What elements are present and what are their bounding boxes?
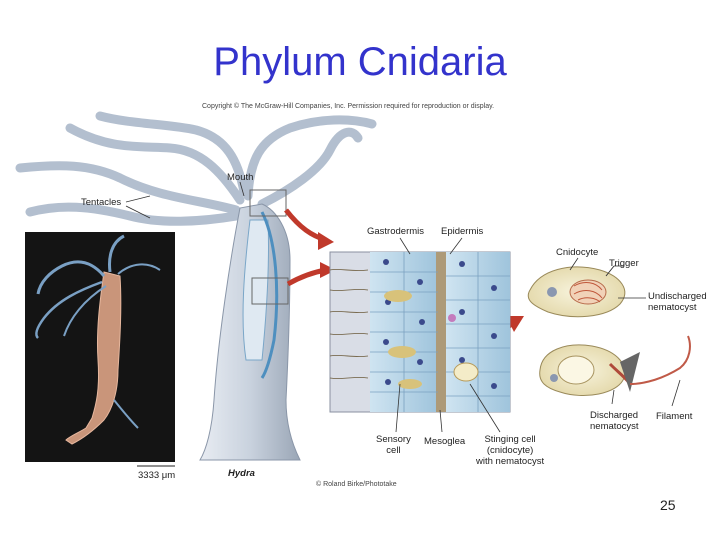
label-gastrodermis: Gastrodermis	[367, 226, 425, 237]
label-mesoglea: Mesoglea	[424, 436, 466, 447]
label-epidermis: Epidermis	[441, 226, 484, 237]
label-mouth: Mouth	[227, 172, 254, 183]
tissue-section	[329, 251, 511, 413]
label-scale: 3333 μm	[138, 470, 176, 481]
page-number: 25	[660, 497, 676, 513]
slide-title: Phylum Cnidaria	[213, 40, 507, 84]
label-filament: Filament	[656, 411, 693, 422]
cnidocyte-discharged	[539, 335, 691, 396]
body-wall-layer	[260, 211, 279, 379]
label-tentacles: Tentacles	[81, 197, 122, 208]
label-stinging-cell: Stinging cell(cnidocyte)with nematocyst	[476, 434, 545, 467]
hydra-photo	[25, 232, 175, 462]
zoom-box-top	[249, 189, 287, 217]
gastrovascular-cavity	[242, 219, 270, 361]
zoom-box-mid	[251, 277, 289, 305]
copyright-notice: Copyright © The McGraw-Hill Companies, I…	[202, 103, 495, 110]
cnidocyte-undischarged	[527, 265, 626, 318]
photo-credit: © Roland Birke/Phototake	[316, 481, 397, 488]
label-hydra: Hydra	[228, 468, 255, 479]
label-cnidocyte: Cnidocyte	[556, 247, 599, 258]
hydra-tentacles	[15, 111, 377, 226]
label-trigger: Trigger	[609, 258, 639, 269]
